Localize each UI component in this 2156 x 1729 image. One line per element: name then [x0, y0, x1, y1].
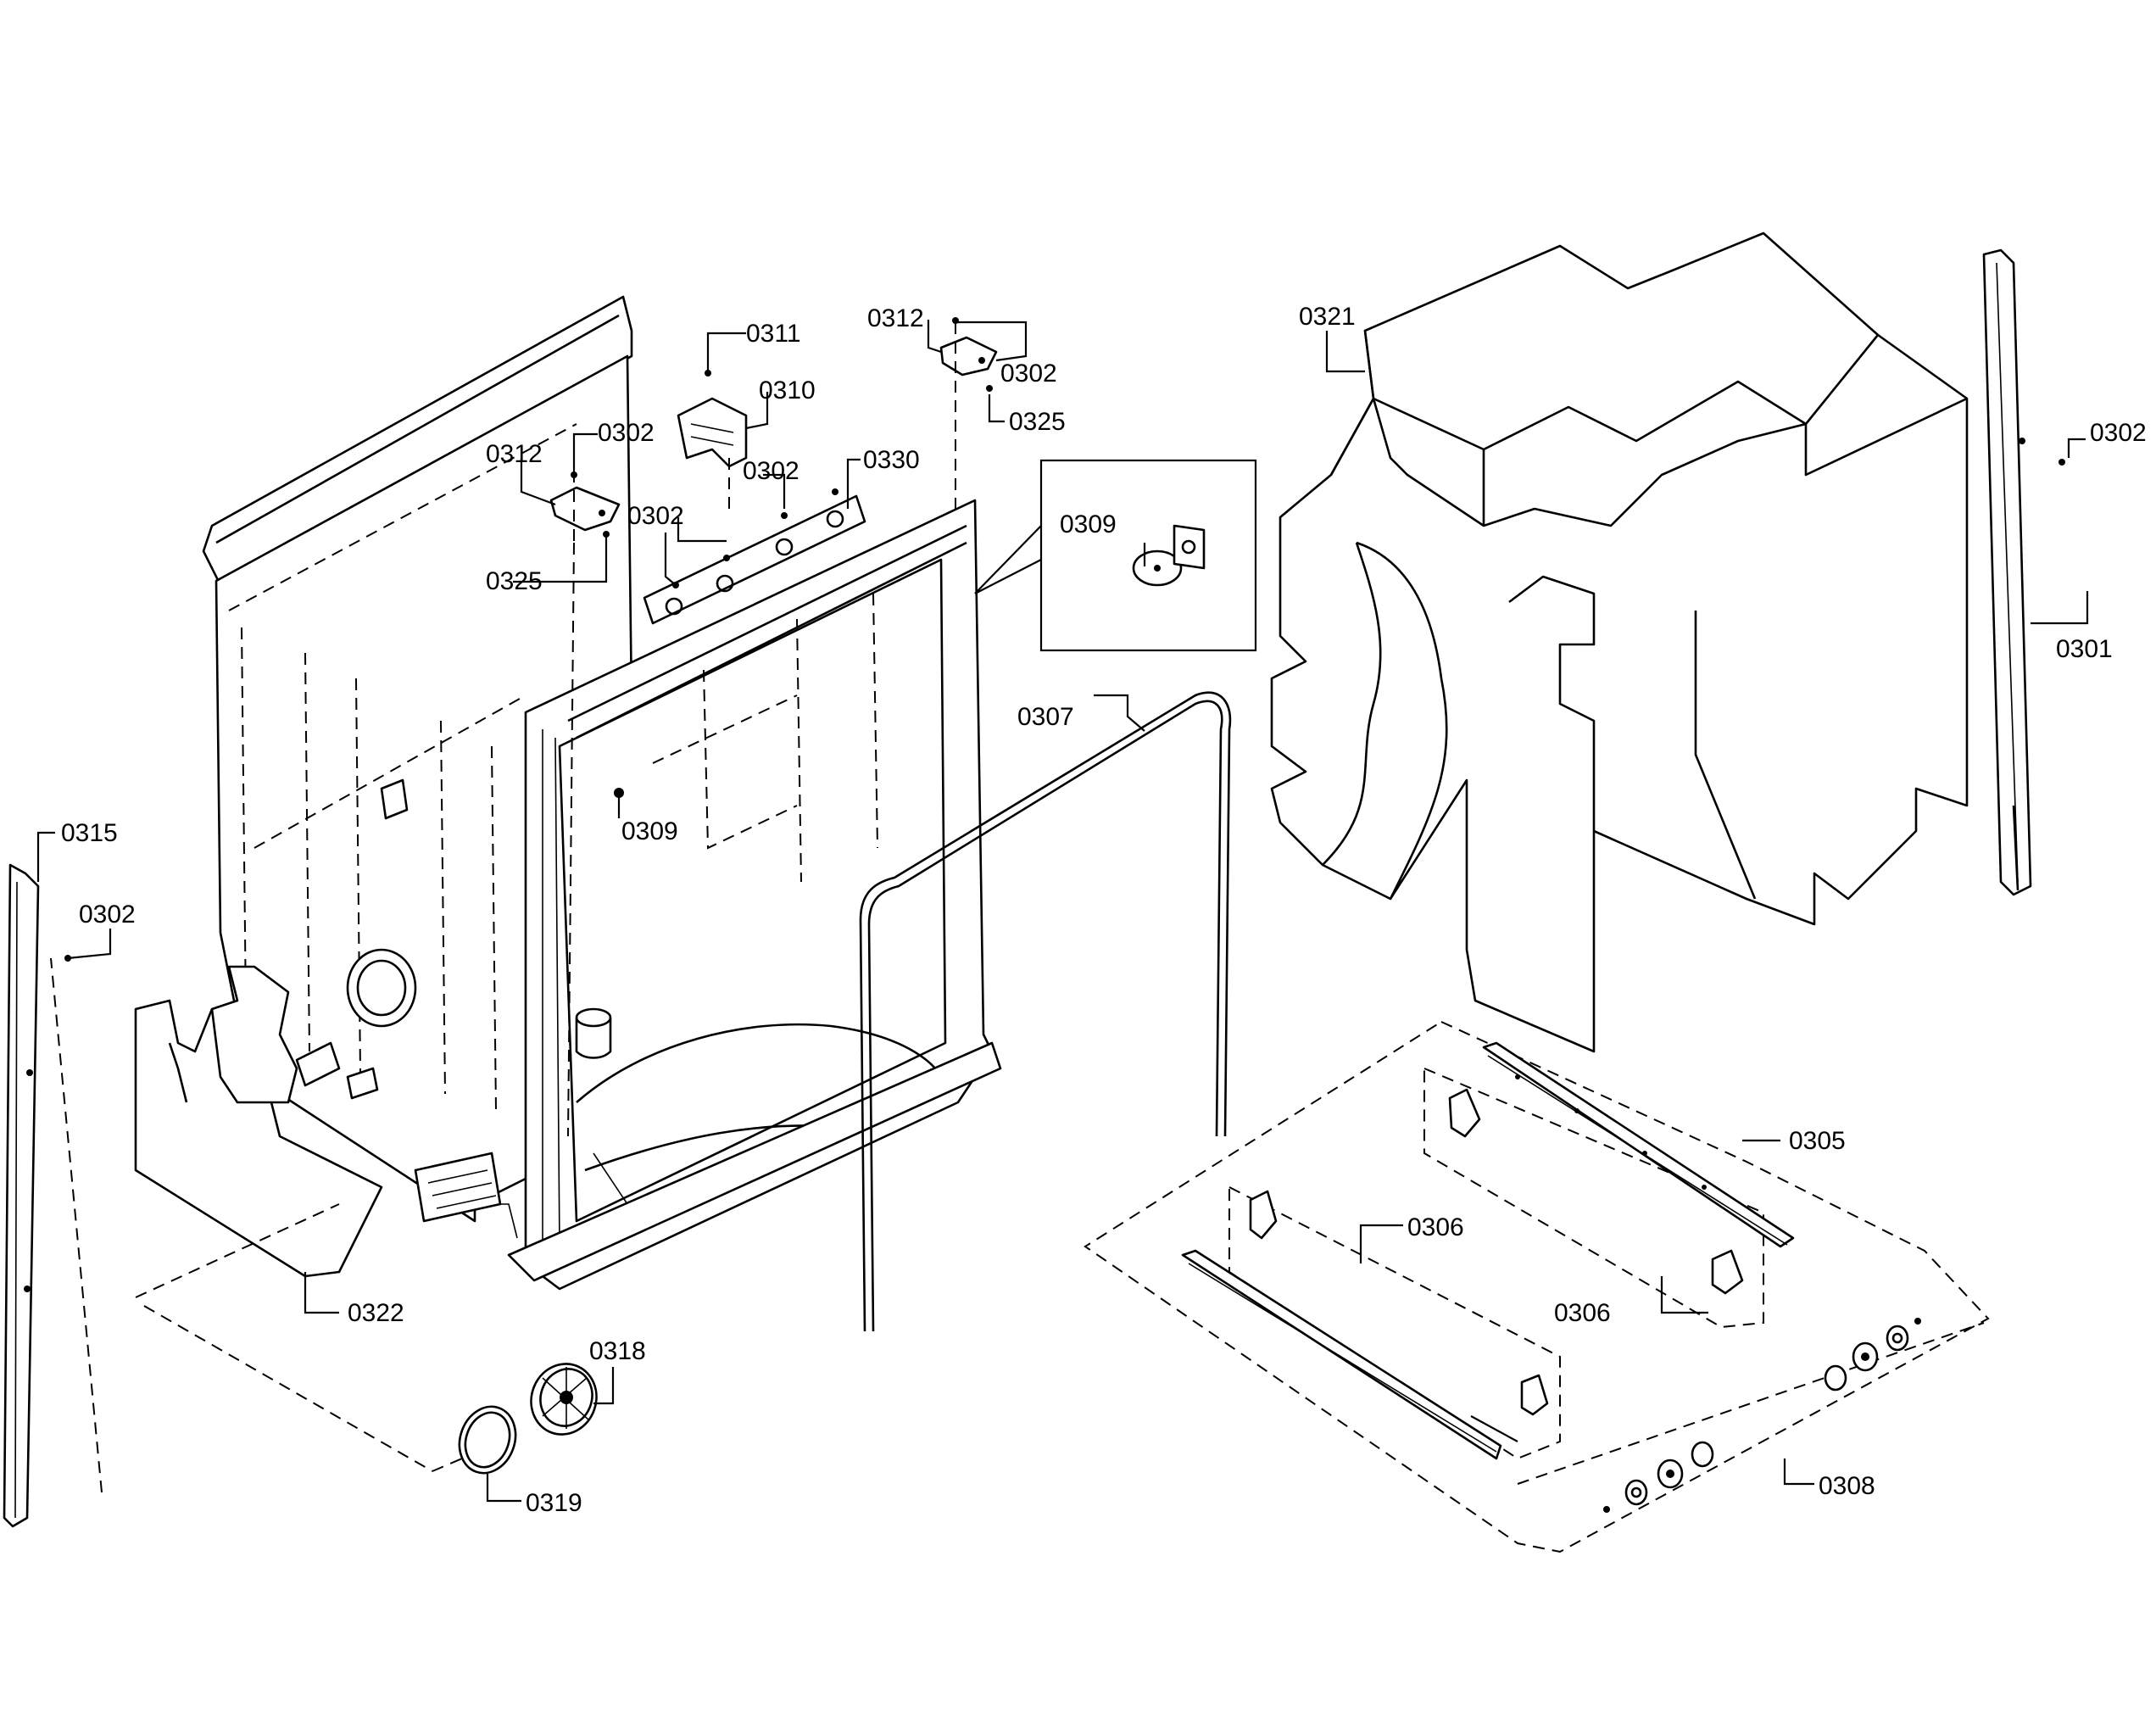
label-0319: 0319 [526, 1489, 582, 1517]
side-strip-left-0315 [3, 863, 40, 1528]
label-0302-left: 0302 [79, 901, 136, 929]
projection-lines [50, 322, 956, 1493]
bracket-plate-left-0312 [549, 486, 621, 532]
label-0330: 0330 [863, 446, 920, 474]
part-labels: 0311 0310 0312 0302 0325 0302 0302 0330 … [61, 303, 2147, 1517]
pump-axis-line-2 [432, 1458, 463, 1472]
detail-box-0309 [974, 459, 1257, 652]
hinge-bracket-0311 [677, 397, 748, 468]
label-0302-top-right: 0302 [1000, 360, 1057, 388]
bracket-plate-right-0312 [939, 336, 998, 376]
label-0312-left: 0312 [486, 440, 543, 468]
label-0321: 0321 [1299, 303, 1356, 331]
wheel-set-left [1624, 1441, 1714, 1506]
wheel-set-right [1824, 1325, 1909, 1392]
label-0306-upper: 0306 [1407, 1213, 1464, 1241]
label-0312-right: 0312 [867, 304, 924, 332]
base-rail-assembly [1084, 1021, 1990, 1553]
label-0302-mid: 0302 [627, 502, 684, 530]
insulation-blanket-0321 [1270, 231, 1969, 1053]
tub-assembly [202, 295, 1002, 1291]
label-0307: 0307 [1017, 703, 1074, 731]
label-0308: 0308 [1819, 1472, 1875, 1500]
label-0325-left: 0325 [486, 567, 543, 595]
label-0309-detail: 0309 [1060, 510, 1117, 538]
leader-lines [36, 320, 2089, 1503]
label-0302-center: 0302 [743, 457, 799, 485]
label-0302-top-left: 0302 [598, 419, 655, 447]
label-0301: 0301 [2056, 635, 2113, 663]
label-0318: 0318 [589, 1337, 646, 1365]
label-0309-tub: 0309 [621, 817, 678, 845]
label-0315: 0315 [61, 819, 118, 847]
door-gasket-0307 [859, 691, 1232, 1332]
front-cover-0322 [134, 965, 383, 1298]
label-0305: 0305 [1789, 1127, 1846, 1155]
label-0302-far-right: 0302 [2090, 419, 2147, 447]
side-strip-right-0301 [1982, 248, 2032, 896]
mounting-rail-0330 [643, 494, 866, 625]
label-0306-lower: 0306 [1554, 1299, 1611, 1327]
label-0310: 0310 [759, 376, 816, 404]
label-0325-right: 0325 [1009, 408, 1066, 436]
label-0322: 0322 [348, 1299, 404, 1327]
label-0311: 0311 [746, 320, 801, 348]
pump-axis-line [143, 1305, 433, 1472]
seal-ring-0319 [458, 1405, 517, 1475]
filter-wheel-0318 [530, 1363, 598, 1436]
